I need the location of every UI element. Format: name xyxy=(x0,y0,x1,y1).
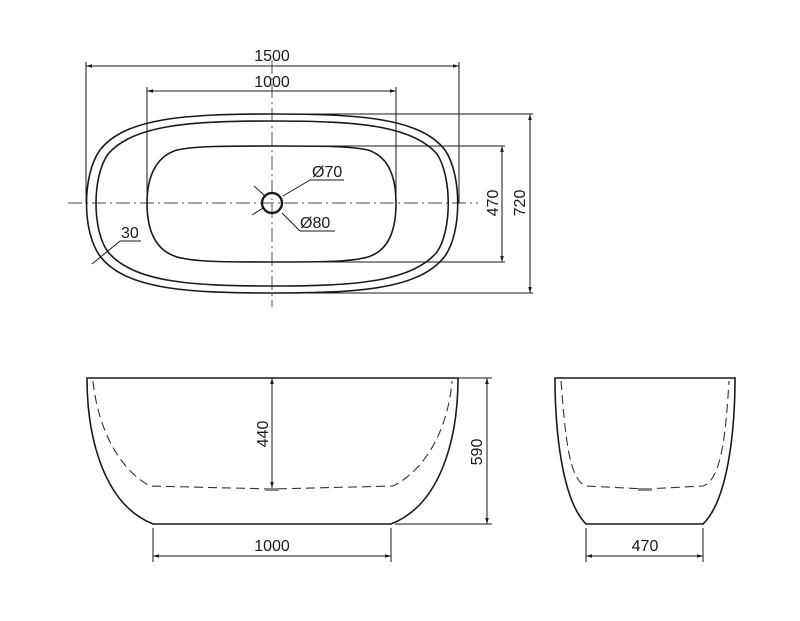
side-outline xyxy=(554,377,736,525)
inner-depth-label: 440 xyxy=(255,421,272,448)
drain-outer-diameter-label: Ø80 xyxy=(300,215,330,232)
leader-line xyxy=(251,207,264,216)
overall-width-label: 720 xyxy=(512,190,529,217)
side-base-width-label: 470 xyxy=(632,538,659,555)
side-view: 470 xyxy=(554,377,736,562)
side-inner-dashed-outline xyxy=(560,380,730,490)
inner-rim-outline xyxy=(95,120,449,287)
basin-length-label: 1000 xyxy=(254,74,290,91)
overall-length-label: 1500 xyxy=(254,48,290,65)
leader-line xyxy=(253,185,267,198)
rim-thickness-label: 30 xyxy=(121,225,139,242)
leader-line xyxy=(281,212,301,232)
front-view: 440 590 1000 xyxy=(86,377,492,562)
leader-line xyxy=(91,240,121,265)
basin-width-label: 470 xyxy=(485,190,502,217)
drain-fitting xyxy=(638,488,652,491)
overall-height-label: 590 xyxy=(469,439,486,466)
basin-outline xyxy=(146,145,397,263)
drain-fitting xyxy=(265,488,279,491)
leader-line xyxy=(282,179,311,197)
top-view: 1500 1000 Ø70 Ø80 30 470 720 xyxy=(68,48,533,307)
drain-inner-diameter-label: Ø70 xyxy=(312,164,342,181)
base-length-label: 1000 xyxy=(254,538,290,555)
front-outline xyxy=(86,377,459,525)
drain-icon xyxy=(260,191,284,215)
